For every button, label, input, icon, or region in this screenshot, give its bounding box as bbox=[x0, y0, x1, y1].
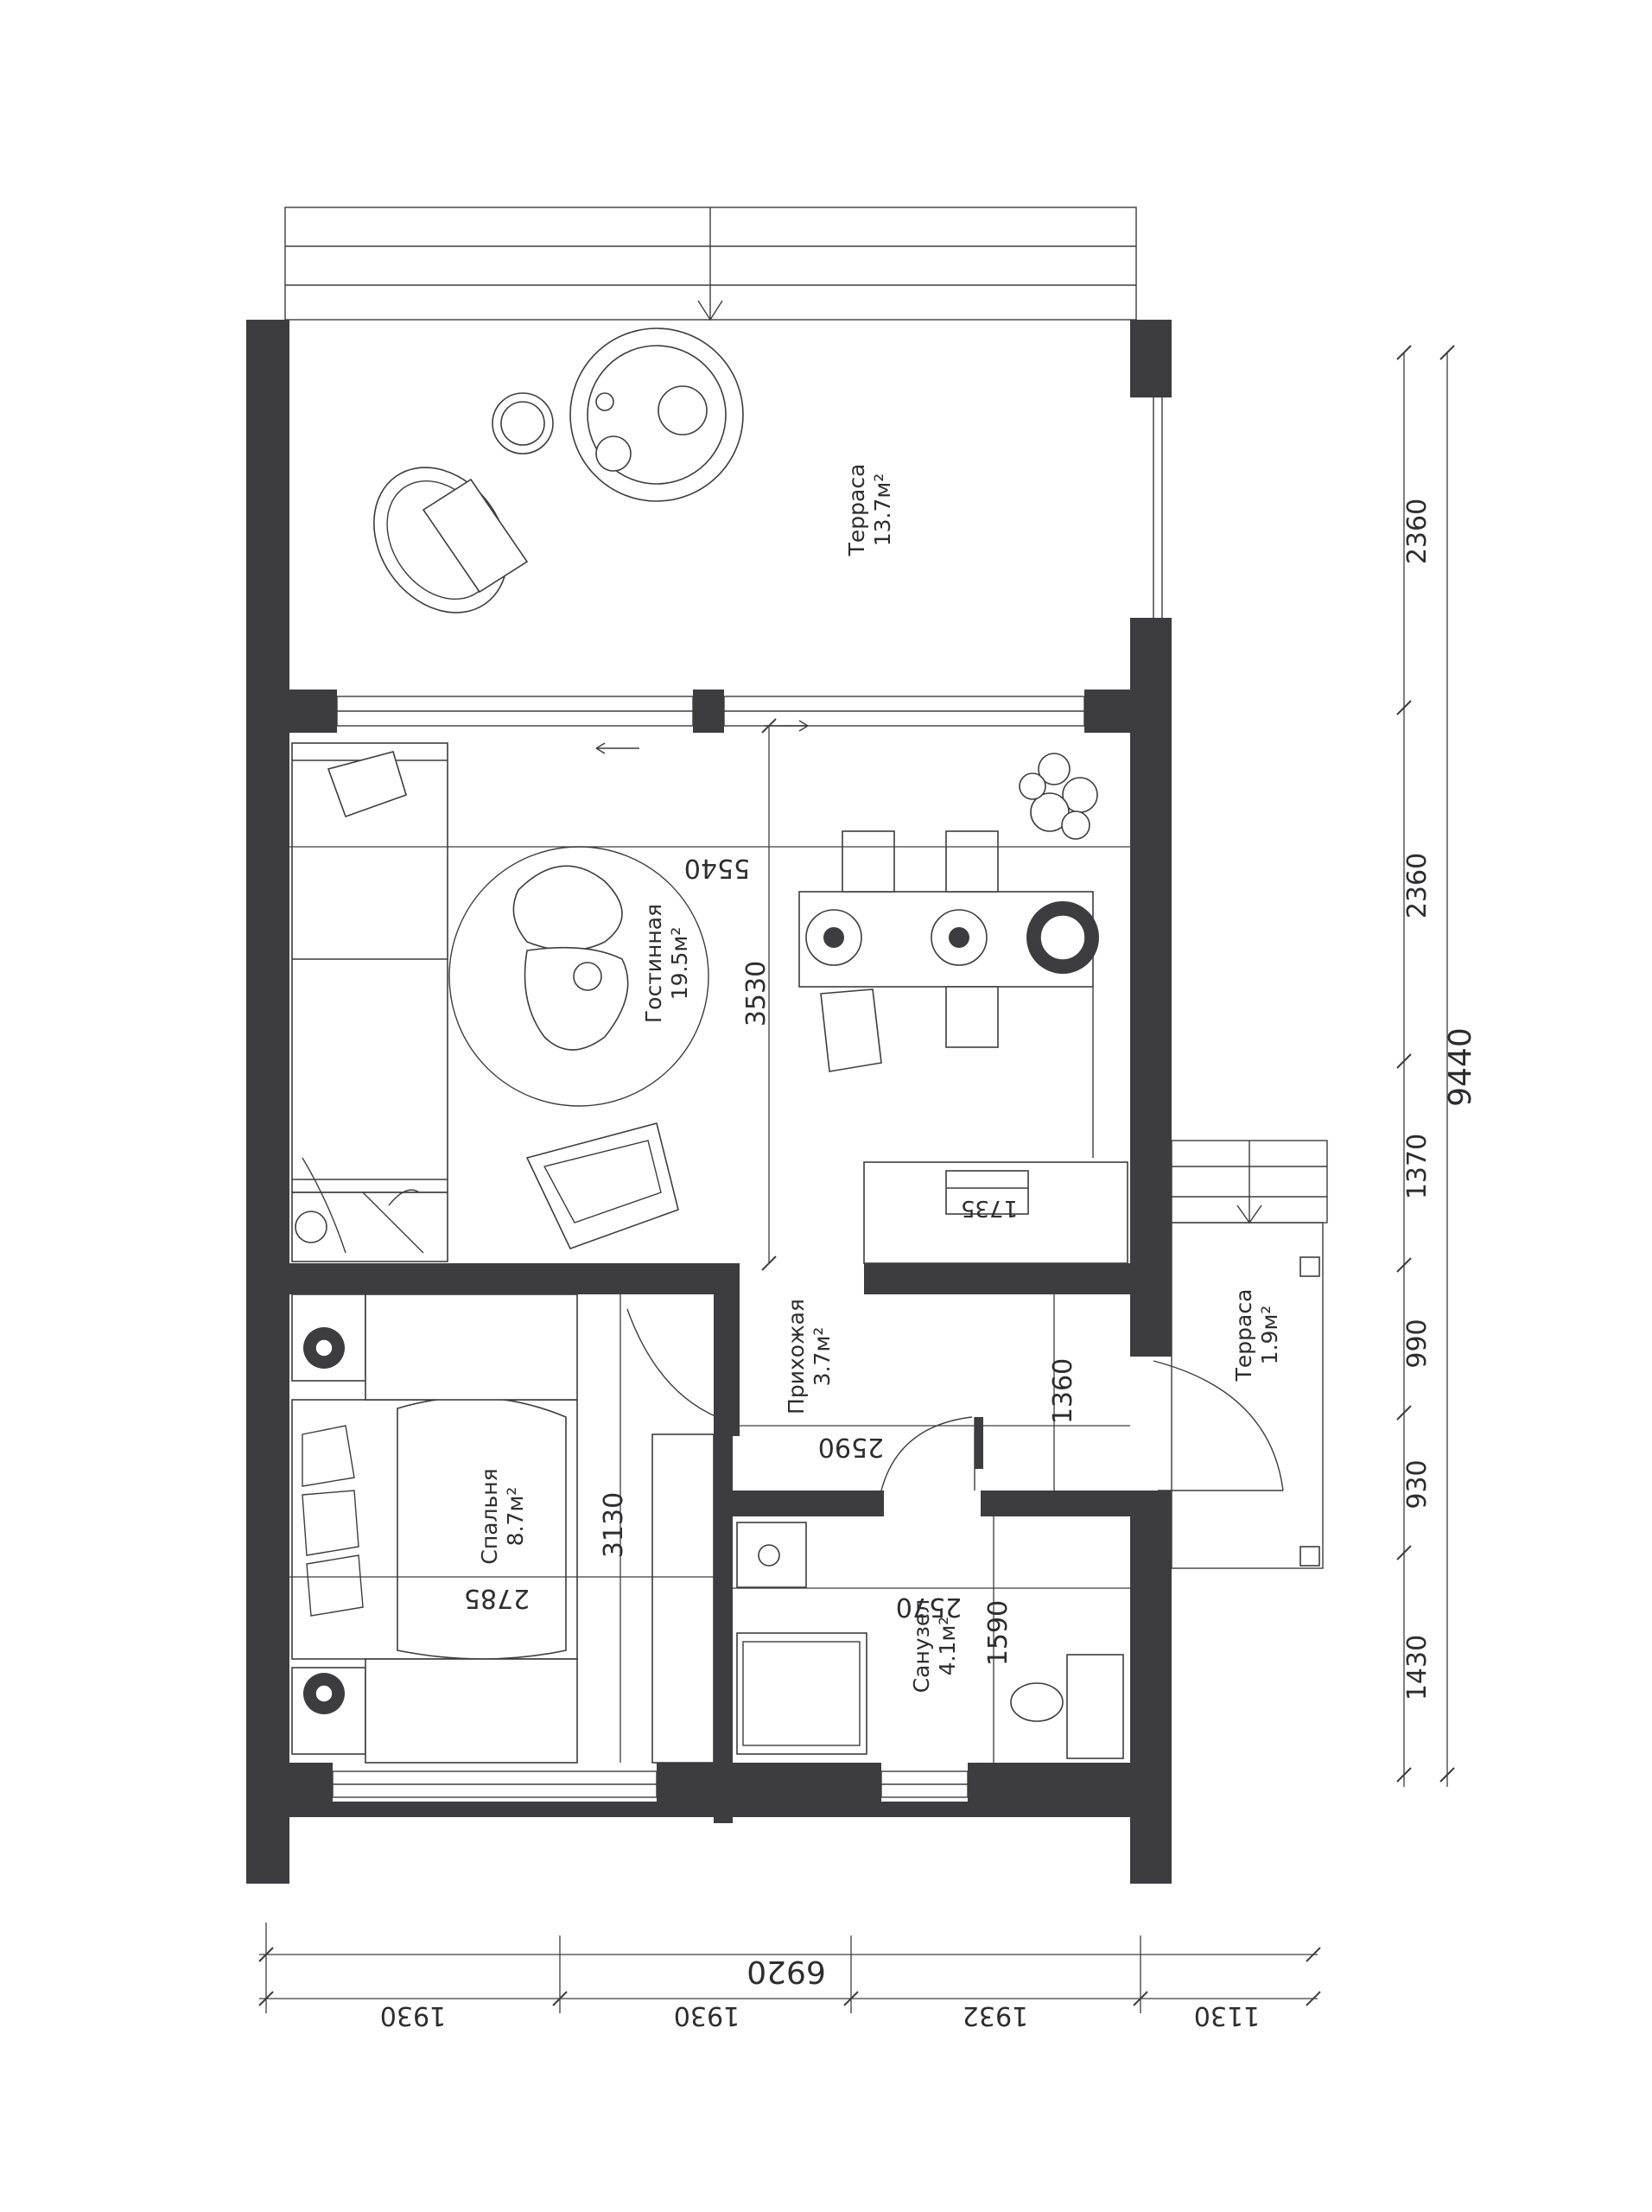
dining-table bbox=[798, 830, 1099, 1072]
dim-right-3: 1370 bbox=[1402, 1134, 1433, 1199]
dim-right-total: 9440 bbox=[1443, 1027, 1478, 1107]
sofa bbox=[291, 742, 448, 1193]
dim-right-4: 990 bbox=[1402, 1319, 1433, 1368]
living-name: Гостинная bbox=[641, 904, 666, 1023]
dim-right-5: 930 bbox=[1402, 1459, 1433, 1509]
terrace-table bbox=[492, 327, 744, 502]
dim-kitchen: 1735 bbox=[961, 1195, 1018, 1221]
nightstands bbox=[291, 1294, 578, 1764]
dim-hall-width: 2590 bbox=[818, 1432, 884, 1462]
living-area: 19.5м² bbox=[667, 927, 692, 1001]
dim-right-2: 2360 bbox=[1402, 853, 1433, 918]
internal-dimensions bbox=[289, 718, 1130, 1763]
bathroom-fixtures bbox=[736, 1522, 1124, 1759]
terrace-main-area: 13.7м² bbox=[870, 474, 895, 547]
rug bbox=[448, 846, 709, 1107]
dim-bottom-total: 6920 bbox=[747, 1954, 826, 1989]
terrace-small-area: 1.9м² bbox=[1257, 1306, 1282, 1365]
terrace-window bbox=[1153, 397, 1163, 618]
plant-corner bbox=[291, 1157, 448, 1262]
dim-bottom-1: 1930 bbox=[380, 2000, 446, 2031]
bed bbox=[291, 1396, 578, 1660]
dim-right-1: 2360 bbox=[1402, 499, 1433, 564]
terrace-small-name: Терраса bbox=[1231, 1289, 1256, 1382]
dim-bath-depth: 1590 bbox=[983, 1600, 1013, 1666]
dim-living-depth: 3530 bbox=[741, 961, 772, 1027]
terrace-steps bbox=[284, 207, 1137, 321]
bedroom-name: Спальня bbox=[477, 1468, 502, 1564]
bottom-windows bbox=[332, 1770, 969, 1798]
hall-area: 3.7м² bbox=[810, 1327, 835, 1387]
dim-living-width: 5540 bbox=[684, 853, 750, 883]
right-dimension-chain bbox=[1396, 345, 1455, 1787]
wardrobe bbox=[651, 1433, 715, 1764]
bathroom-area: 4.1м² bbox=[935, 1617, 960, 1676]
hall-name: Прихожая bbox=[784, 1299, 809, 1414]
plant-living bbox=[1019, 753, 1098, 840]
walls bbox=[246, 320, 1172, 1884]
bedroom-area: 8.7м² bbox=[503, 1487, 528, 1547]
dim-bath-width: 2570 bbox=[896, 1592, 962, 1622]
dim-bottom-2: 1930 bbox=[674, 2000, 740, 2031]
hanging-chair bbox=[373, 467, 529, 613]
bottom-dimension-chain bbox=[258, 1923, 1321, 2013]
dim-bottom-4: 1130 bbox=[1194, 2000, 1260, 2031]
dim-bedroom-width: 2785 bbox=[464, 1583, 530, 1613]
bathroom-name: Санузел bbox=[909, 1599, 934, 1694]
doors bbox=[626, 1294, 1284, 1491]
dim-bedroom-depth: 3130 bbox=[599, 1492, 629, 1558]
armchair bbox=[525, 1122, 679, 1249]
dim-hall-depth: 1360 bbox=[1048, 1358, 1078, 1424]
kitchen bbox=[863, 987, 1128, 1264]
dim-right-6: 1430 bbox=[1402, 1635, 1433, 1700]
sliding-door bbox=[336, 696, 1085, 754]
dim-bottom-3: 1932 bbox=[963, 2000, 1028, 2031]
terrace-main-name: Терраса bbox=[844, 464, 869, 557]
small-terrace bbox=[1171, 1140, 1328, 1569]
